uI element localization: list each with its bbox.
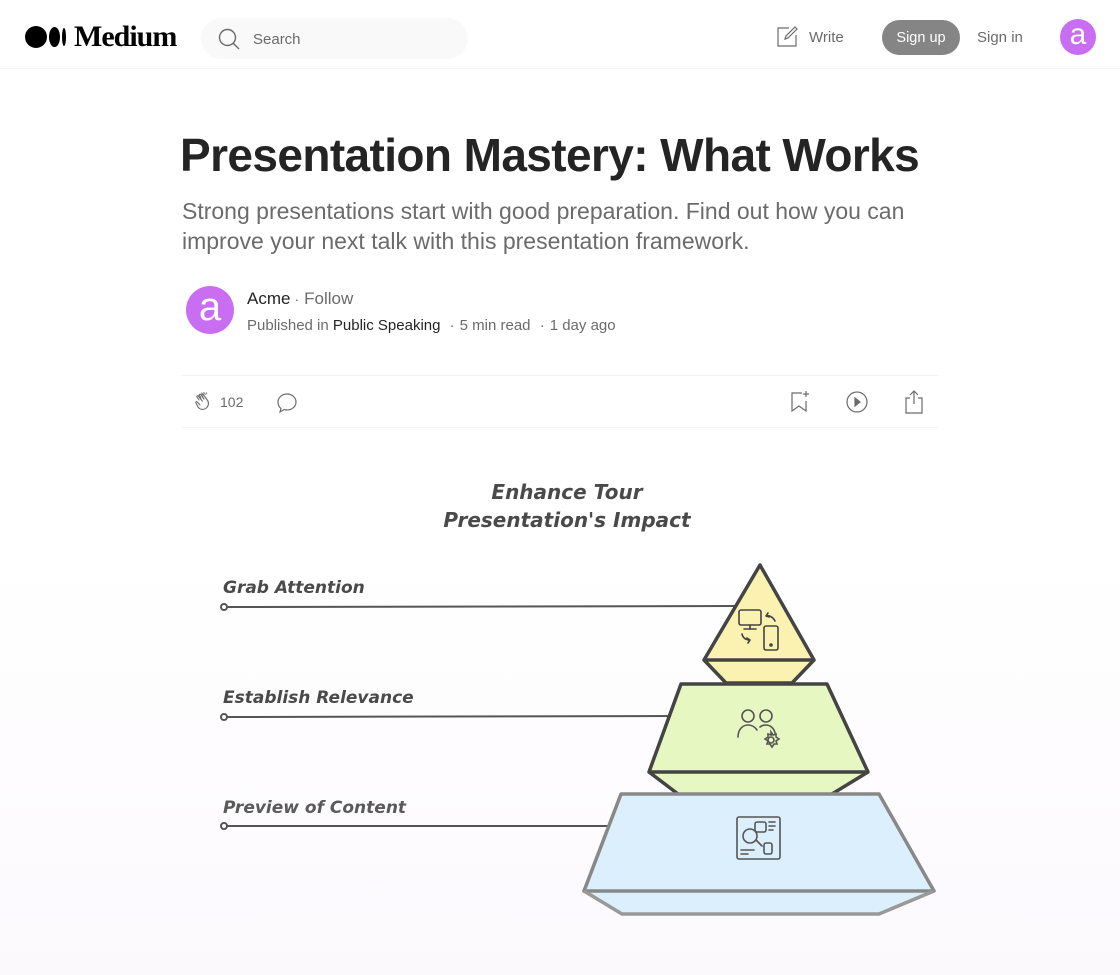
content-overview-icon: [736, 816, 781, 860]
search-icon: [218, 28, 240, 50]
read-time: 5 min read: [459, 317, 531, 334]
sign-in-link[interactable]: Sign in: [977, 29, 1023, 46]
people-settings-icon: [737, 709, 781, 749]
clap-button[interactable]: 102: [192, 390, 243, 414]
publication-link[interactable]: Public Speaking: [332, 317, 441, 334]
share-icon: [905, 390, 923, 414]
clap-icon: [195, 391, 209, 410]
comment-icon: [277, 393, 297, 414]
title-line-2: Presentation's Impact: [443, 508, 691, 532]
article-meta: Published in Public Speaking ·5 min read…: [247, 317, 616, 334]
separator-dot: ·: [449, 317, 455, 334]
infographic-title: Enhance Tour Presentation's Impact: [182, 478, 962, 534]
search-input[interactable]: [253, 28, 453, 50]
level-label-preview-of-content: Preview of Content: [223, 798, 407, 818]
author-line: Acme · Follow: [247, 289, 353, 309]
pyramid-diagram: [220, 563, 936, 916]
pyramid-level-2: [647, 682, 870, 796]
devices-sync-icon: [738, 609, 779, 651]
top-navigation-bar: Medium Write Sign up Sign in a: [0, 0, 1120, 69]
pyramid-infographic: Enhance Tour Presentation's Impact: [182, 460, 962, 940]
bookmark-add-icon: [791, 391, 809, 413]
posted-time: 1 day ago: [549, 317, 616, 334]
save-bookmark-button[interactable]: [790, 390, 812, 419]
level-label-grab-attention: Grab Attention: [223, 578, 365, 598]
play-icon: [846, 391, 868, 413]
medium-logo[interactable]: Medium: [25, 20, 177, 53]
author-avatar-letter: a: [198, 284, 222, 329]
listen-button[interactable]: [845, 390, 869, 419]
share-button[interactable]: [903, 389, 925, 420]
logo-text: Medium: [74, 20, 177, 53]
published-prefix: Published in: [247, 317, 329, 334]
write-button[interactable]: Write: [775, 25, 844, 49]
clap-count: 102: [220, 394, 244, 410]
separator-dot: ·: [539, 317, 545, 334]
pyramid-level-1: [702, 563, 816, 685]
avatar-letter: a: [1069, 18, 1087, 51]
comment-button[interactable]: [276, 392, 298, 419]
title-line-1: Enhance Tour: [491, 480, 643, 504]
author-avatar[interactable]: a: [186, 284, 234, 334]
user-avatar[interactable]: a: [1060, 19, 1096, 55]
article-title: Presentation Mastery: What Works: [180, 129, 920, 181]
follow-button[interactable]: Follow: [304, 289, 354, 308]
write-label: Write: [809, 28, 844, 46]
article-subtitle: Strong presentations start with good pre…: [182, 198, 905, 254]
article-action-bar: 102: [182, 375, 938, 428]
sign-up-button[interactable]: Sign up: [882, 20, 960, 55]
author-name[interactable]: Acme: [247, 289, 291, 308]
write-icon: [777, 26, 798, 47]
search-box[interactable]: [201, 18, 468, 59]
level-label-establish-relevance: Establish Relevance: [223, 688, 414, 708]
pyramid-level-3: [582, 792, 936, 916]
medium-logo-icon: [25, 26, 66, 48]
separator-dot: ·: [294, 291, 300, 307]
